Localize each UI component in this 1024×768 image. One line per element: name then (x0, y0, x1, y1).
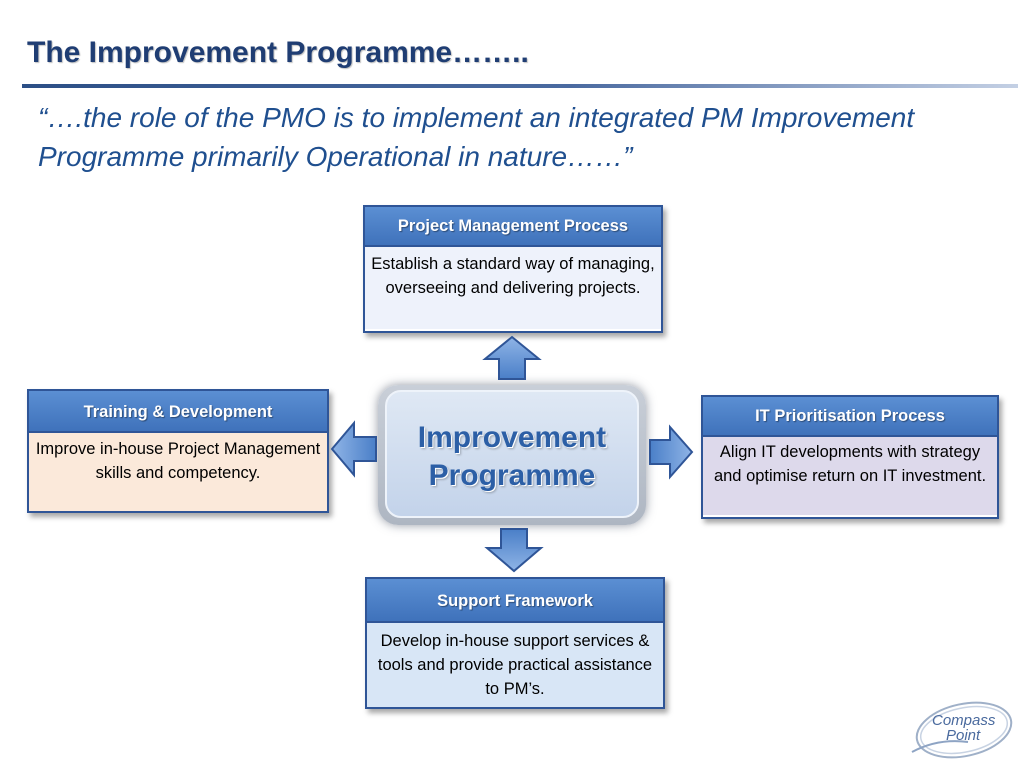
arrow-down-icon (484, 528, 544, 573)
support-framework-description: Develop in-house support services & tool… (367, 623, 663, 707)
pmo-quote: “….the role of the PMO is to implement a… (38, 102, 915, 172)
training-development-title: Training & Development (29, 391, 327, 433)
project-management-process-box: Project Management Process Establish a s… (363, 205, 663, 333)
logo-text-compass: Compass (932, 712, 996, 729)
arrow-left-icon (330, 420, 377, 478)
slide-title: The Improvement Programme…….. (27, 36, 529, 69)
project-management-process-description: Establish a standard way of managing, ov… (365, 247, 661, 329)
arrow-right-icon (649, 424, 694, 480)
improvement-programme-line2: Programme (428, 459, 596, 492)
logo-text-point: Point (946, 727, 981, 744)
support-framework-box: Support Framework Develop in-house suppo… (365, 577, 665, 709)
project-management-process-title: Project Management Process (365, 207, 661, 247)
improvement-programme-node: Improvement Programme (385, 390, 639, 518)
training-development-box: Training & Development Improve in-house … (27, 389, 329, 513)
it-prioritisation-process-title: IT Prioritisation Process (703, 397, 997, 437)
training-development-description: Improve in-house Project Management skil… (29, 433, 327, 511)
it-prioritisation-process-description: Align IT developments with strategy and … (703, 437, 997, 515)
support-framework-title: Support Framework (367, 579, 663, 623)
improvement-programme-line1: Improvement (417, 421, 607, 454)
title-underline (22, 84, 1018, 88)
compass-point-logo: Compass Point (911, 701, 1013, 759)
arrow-up-icon (482, 335, 542, 380)
it-prioritisation-process-box: IT Prioritisation Process Align IT devel… (701, 395, 999, 519)
